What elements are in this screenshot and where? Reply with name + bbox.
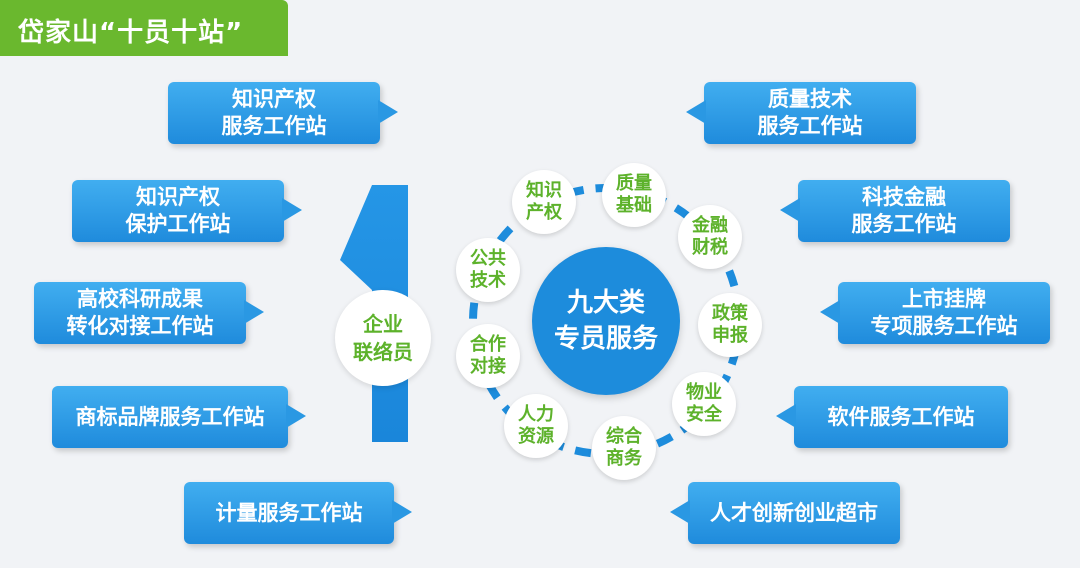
node-label: 公共	[470, 248, 506, 269]
ring-node-policy[interactable]: 政策申报	[698, 293, 762, 357]
station-label: 商标品牌服务工作站	[75, 404, 265, 429]
ring-node-finance[interactable]: 金融财税	[678, 205, 742, 269]
node-label: 产权	[526, 202, 562, 223]
ring-node-hr[interactable]: 人力资源	[504, 394, 568, 458]
center-label: 专员服务	[553, 324, 658, 354]
ring-node-quality[interactable]: 质量基础	[602, 163, 666, 227]
ring-node-property[interactable]: 物业安全	[672, 372, 736, 436]
center-services-circle[interactable]: 九大类 专员服务	[532, 247, 680, 395]
node-label: 对接	[470, 356, 506, 377]
node-label: 安全	[686, 404, 722, 425]
node-label: 政策	[712, 303, 748, 324]
station-tech-finance[interactable]: 科技金融服务工作站	[780, 180, 1010, 242]
station-ip-protection[interactable]: 知识产权保护工作站	[72, 180, 302, 242]
node-label: 人力	[518, 404, 554, 425]
station-trademark-brand[interactable]: 商标品牌服务工作站	[52, 386, 306, 448]
station-ip-service[interactable]: 知识产权服务工作站	[168, 82, 398, 144]
station-metrology[interactable]: 计量服务工作站	[184, 482, 412, 544]
enterprise-liaison-badge[interactable]: 企业联络员	[335, 290, 431, 386]
station-label: 知识产权	[136, 185, 220, 209]
node-label: 质量	[616, 173, 652, 194]
station-software[interactable]: 软件服务工作站	[776, 386, 1008, 448]
center-label: 九大类	[566, 288, 645, 318]
node-label: 物业	[686, 382, 722, 403]
node-label: 财税	[692, 237, 728, 258]
node-label: 申报	[712, 325, 748, 346]
station-label: 转化对接工作站	[66, 314, 214, 338]
enterprise-label: 联络员	[353, 340, 413, 364]
node-label: 知识	[526, 180, 562, 201]
ring-node-ip[interactable]: 知识产权	[512, 170, 576, 234]
node-label: 资源	[518, 426, 554, 447]
station-label: 知识产权	[232, 87, 316, 111]
station-label: 计量服务工作站	[215, 500, 363, 525]
station-label: 服务工作站	[221, 114, 327, 138]
station-quality-tech[interactable]: 质量技术服务工作站	[686, 82, 916, 144]
ring-node-business[interactable]: 综合商务	[592, 416, 656, 480]
station-label: 上市挂牌	[902, 287, 986, 311]
station-label: 保护工作站	[125, 212, 231, 236]
station-label: 质量技术	[768, 87, 852, 111]
node-label: 综合	[606, 426, 642, 447]
station-label: 服务工作站	[851, 212, 957, 236]
station-label: 专项服务工作站	[870, 314, 1018, 338]
node-label: 技术	[470, 270, 506, 291]
station-listing[interactable]: 上市挂牌专项服务工作站	[820, 282, 1050, 344]
station-label: 软件服务工作站	[827, 404, 975, 429]
node-label: 基础	[616, 195, 652, 216]
enterprise-label: 企业	[363, 312, 403, 336]
node-label: 金融	[692, 215, 728, 236]
ring-node-cooperation[interactable]: 合作对接	[456, 324, 520, 388]
node-label: 合作	[470, 334, 506, 355]
station-label: 服务工作站	[757, 114, 863, 138]
node-label: 商务	[606, 448, 642, 469]
station-label: 人才创新创业超市	[710, 500, 878, 525]
station-label: 高校科研成果	[77, 287, 203, 311]
station-talent-market[interactable]: 人才创新创业超市	[670, 482, 900, 544]
station-research-transfer[interactable]: 高校科研成果转化对接工作站	[34, 282, 264, 344]
title-banner: 岱家山“十员十站”	[0, 0, 288, 56]
station-label: 科技金融	[862, 185, 946, 209]
ring-node-public-tech[interactable]: 公共技术	[456, 238, 520, 302]
page-title: 岱家山“十员十站”	[18, 18, 244, 48]
